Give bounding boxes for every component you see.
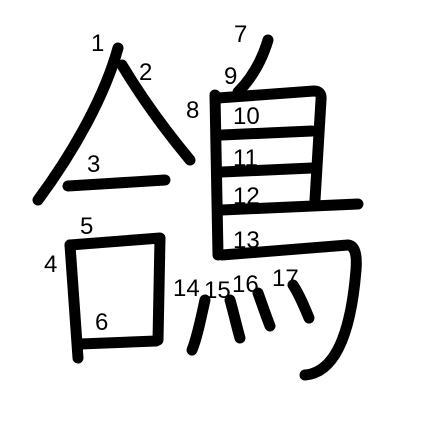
- stroke-5: [64, 232, 166, 346]
- stroke-number-7: 7: [234, 21, 247, 48]
- stroke-1: [32, 42, 124, 206]
- stroke-number-3: 3: [87, 151, 100, 178]
- stroke-number-13: 13: [233, 227, 260, 254]
- stroke-10: [216, 125, 318, 141]
- stroke-7: [232, 34, 274, 98]
- stroke-8: [209, 89, 224, 261]
- stroke-17: [287, 279, 315, 324]
- stroke-14: [186, 294, 211, 356]
- stroke-number-12: 12: [233, 183, 260, 210]
- stroke-number-8: 8: [186, 97, 199, 124]
- stroke-number-11: 11: [233, 145, 258, 172]
- stroke-16: [252, 287, 276, 332]
- stroke-number-2: 2: [139, 59, 152, 86]
- stroke-number-9: 9: [224, 63, 237, 90]
- stroke-number-14: 14: [173, 275, 200, 302]
- stroke-number-6: 6: [95, 309, 108, 336]
- stroke-number-10: 10: [233, 103, 260, 130]
- stroke-number-17: 17: [272, 265, 299, 292]
- stroke-6: [74, 335, 162, 350]
- stroke-12: [216, 198, 364, 216]
- stroke-15: [224, 294, 246, 344]
- stroke-number-4: 4: [44, 251, 57, 278]
- stroke-9: [212, 85, 327, 206]
- stroke-number-1: 1: [91, 30, 104, 57]
- stroke-2: [116, 59, 196, 166]
- stroke-13: [216, 239, 362, 381]
- stroke-11: [216, 162, 318, 178]
- stroke-number-15: 15: [204, 277, 231, 304]
- stroke-number-5: 5: [80, 213, 93, 240]
- stroke-number-16: 16: [232, 271, 259, 298]
- stroke-3: [62, 174, 171, 192]
- stroke-4: [64, 239, 84, 364]
